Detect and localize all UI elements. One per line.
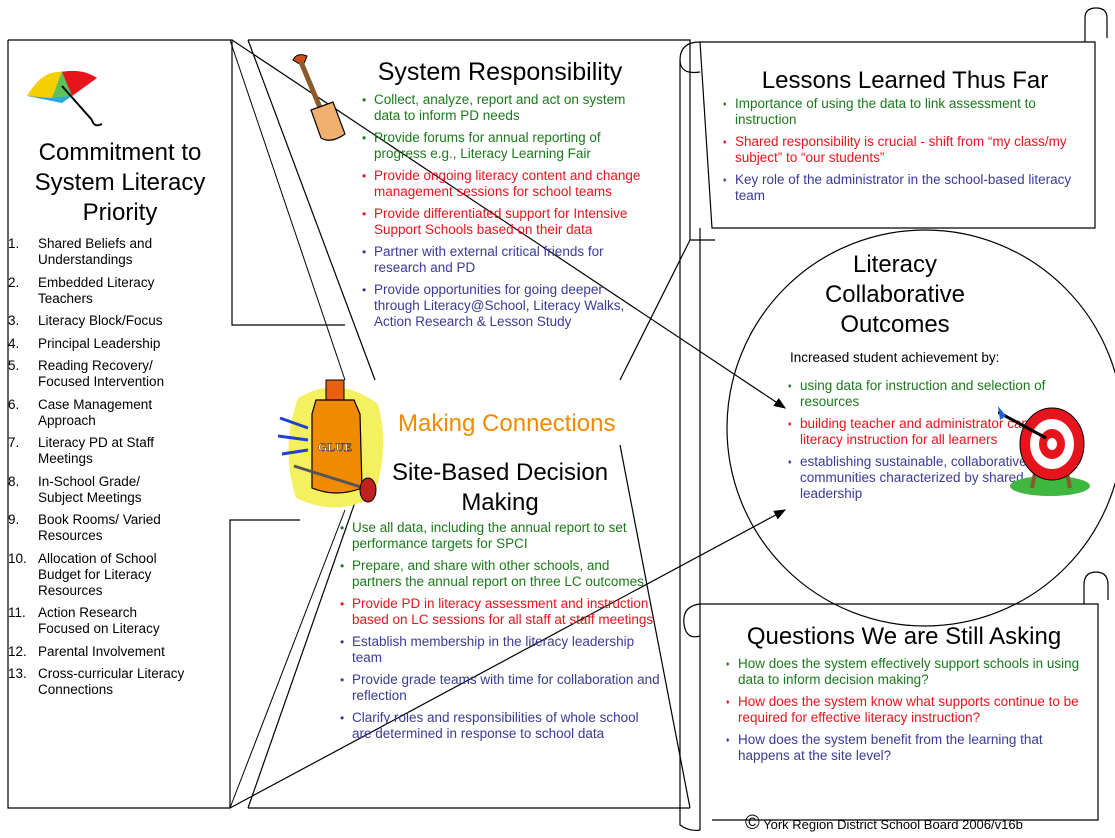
priority-number: 7. [8, 435, 20, 450]
priority-list: 1. Shared Beliefs and Understandings 2. Emb… [8, 236, 228, 705]
priority-number: 2. [8, 274, 20, 290]
outcomes-item: building teacher and administrator capac… [788, 416, 1088, 448]
glue-label: GLUE [318, 440, 352, 454]
priority-text: Reading Recovery/ Focused Intervention [38, 358, 165, 389]
system-item: Provide opportunities for going deeper t… [362, 282, 647, 330]
priority-item: 12. Parental Involvement [8, 644, 228, 660]
system-item: Provide differentiated support for Inten… [362, 206, 647, 238]
outcomes-subtitle: Increased student achievement by: [790, 350, 1000, 365]
priority-text: Embedded Literacy Teachers [38, 274, 155, 306]
lessons-item: Shared responsibility is crucial - shift… [723, 134, 1083, 166]
outcomes-title: Literacy Collaborative Outcomes [824, 251, 966, 338]
site-item: Establish membership in the literacy lea… [340, 634, 660, 666]
priority-number: 9. [8, 512, 20, 527]
shovel-icon [292, 54, 346, 141]
questions-title: Questions We are Still Asking [746, 623, 1062, 650]
site-item: Use all data, including the annual repor… [340, 520, 660, 552]
priority-text: Cross-curricular Literacy Connections [38, 666, 185, 697]
site-item: Clarify roles and responsibilities of wh… [340, 710, 660, 742]
priority-item: 8. In-School Grade/ Subject Meetings [8, 474, 228, 506]
priority-number: 1. [8, 236, 20, 251]
commitment-box-border [8, 39, 345, 326]
outcomes-circle [726, 229, 1115, 627]
questions-item: How does the system know what supports c… [726, 694, 1096, 726]
site-title: Site-Based Decision Making [391, 459, 609, 516]
priority-number: 6. [8, 396, 20, 412]
glue-bottle-icon: GLUE [278, 379, 384, 508]
priority-item: 6. Case Management Approach [8, 397, 228, 429]
site-list: Use all data, including the annual repor… [340, 520, 660, 748]
system-item: Provide ongoing literacy content and cha… [362, 168, 647, 200]
system-item: Provide forums for annual reporting of p… [362, 130, 647, 162]
priority-text: Allocation of School Budget for Literacy… [38, 550, 157, 598]
questions-item: How does the system effectively support … [726, 656, 1096, 688]
priority-number: 13. [8, 666, 27, 681]
priority-number: 12. [8, 643, 27, 659]
umbrella-icon [27, 70, 103, 127]
questions-item: How does the system benefit from the lea… [726, 732, 1096, 764]
priority-number: 11. [8, 605, 26, 620]
priority-number: 5. [8, 358, 20, 373]
site-item: Provide PD in literacy assessment and in… [340, 596, 660, 628]
priority-item: 2. Embedded Literacy Teachers [8, 275, 228, 307]
target-icon [998, 406, 1090, 496]
questions-list: How does the system effectively support … [726, 656, 1096, 770]
priority-number: 4. [8, 335, 20, 351]
priority-text: Action Research Focused on Literacy [38, 605, 160, 636]
system-item: Partner with external critical friends f… [362, 244, 647, 276]
system-item: Collect, analyze, report and act on syst… [362, 92, 647, 124]
priority-number: 10. [8, 550, 27, 566]
priority-text: Case Management Approach [38, 396, 153, 428]
priority-item: 4. Principal Leadership [8, 336, 228, 352]
priority-text: Shared Beliefs and Understandings [38, 236, 153, 267]
priority-item: 13. Cross-curricular Literacy Connections [8, 666, 228, 698]
lessons-list: Importance of using the data to link ass… [723, 96, 1083, 210]
site-item: Prepare, and share with other schools, a… [340, 558, 660, 590]
lessons-scroll [699, 41, 1096, 229]
outcomes-item: establishing sustainable, collaborative … [788, 454, 1088, 502]
outcomes-item: using data for instruction and selection… [788, 378, 1088, 410]
system-title: System Responsibility [377, 58, 623, 86]
priority-item: 11. Action Research Focused on Literacy [8, 605, 228, 637]
priority-item: 7. Literacy PD at Staff Meetings [8, 435, 228, 467]
priority-item: 10. Allocation of School Budget for Liter… [8, 551, 228, 599]
lessons-title: Lessons Learned Thus Far [761, 67, 1049, 94]
making-connections-label: Making Connections [398, 410, 616, 437]
priority-item: 5. Reading Recovery/ Focused Intervention [8, 358, 228, 390]
site-frame [247, 444, 376, 809]
priority-text: Literacy PD at Staff Meetings [38, 435, 155, 466]
copyright-icon: © [745, 812, 760, 834]
outcomes-list: using data for instruction and selection… [788, 378, 1088, 508]
commitment-title: Commitment to System Literacy Priority [34, 139, 206, 226]
priority-text: Principal Leadership [38, 335, 161, 351]
lessons-item: Importance of using the data to link ass… [723, 96, 1083, 128]
footer: © York Region District School Board 2006… [745, 812, 1115, 835]
priority-text: Literacy Block/Focus [38, 313, 163, 328]
footer-text: York Region District School Board 2006/v… [763, 817, 1023, 832]
site-item: Provide grade teams with time for collab… [340, 672, 660, 704]
questions-scroll [700, 603, 1099, 821]
lessons-item: Key role of the administrator in the sch… [723, 172, 1083, 204]
priority-number: 3. [8, 313, 20, 328]
priority-item: 3. Literacy Block/Focus [8, 313, 228, 329]
priority-text: Book Rooms/ Varied Resources [38, 512, 161, 543]
priority-text: Parental Involvement [38, 643, 165, 659]
priority-item: 9. Book Rooms/ Varied Resources [8, 512, 228, 544]
priority-item: 1. Shared Beliefs and Understandings [8, 236, 228, 268]
system-list: Collect, analyze, report and act on syst… [362, 92, 647, 336]
priority-text: In-School Grade/ Subject Meetings [38, 473, 142, 505]
system-frame [248, 39, 715, 241]
priority-number: 8. [8, 473, 20, 489]
